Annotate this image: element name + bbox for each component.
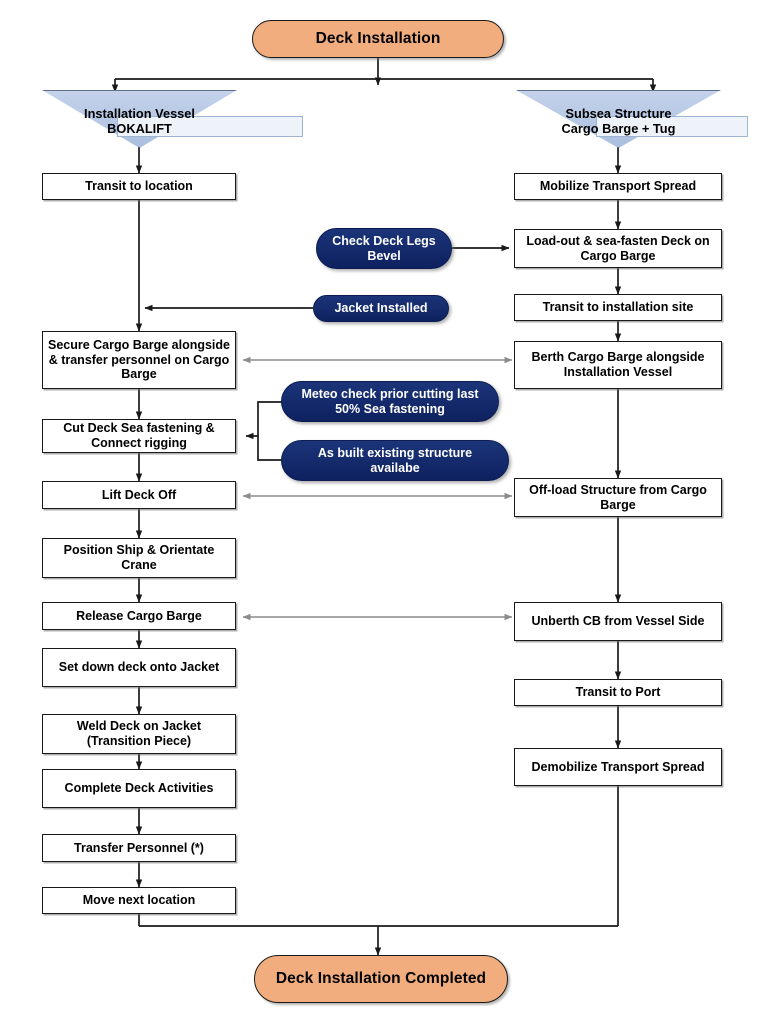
process-secure-cargo-barge[interactable]: Secure Cargo Barge alongside & transfer …: [42, 331, 236, 389]
start-terminator[interactable]: Deck Installation: [252, 20, 504, 58]
process-transfer-personnel[interactable]: Transfer Personnel (*): [42, 834, 236, 862]
end-terminator-label: Deck Installation Completed: [275, 969, 487, 987]
process-transit-to-installation-site[interactable]: Transit to installation site: [514, 294, 722, 321]
end-terminator[interactable]: Deck Installation Completed: [254, 955, 508, 1003]
process-label: Complete Deck Activities: [64, 781, 214, 796]
process-label: Transfer Personnel (*): [74, 840, 204, 855]
lane-left-label: Installation Vessel BOKALIFT: [42, 102, 237, 136]
lane-right-label: Subsea Structure Cargo Barge + Tug: [516, 102, 721, 136]
process-label: Weld Deck on Jacket (Transition Piece): [76, 719, 202, 748]
process-label: Mobilize Transport Spread: [539, 179, 697, 194]
note-label: Meteo check prior cutting last 50% Sea f…: [301, 386, 479, 416]
process-set-down-deck[interactable]: Set down deck onto Jacket: [42, 648, 236, 687]
lane-header-subsea-structure[interactable]: Subsea Structure Cargo Barge + Tug: [516, 90, 748, 148]
note-label: As built existing structure availabe: [317, 445, 473, 475]
note-check-deck-legs-bevel[interactable]: Check Deck Legs Bevel: [316, 228, 452, 269]
note-as-built-structure[interactable]: As built existing structure availabe: [281, 440, 509, 481]
process-lift-deck-off[interactable]: Lift Deck Off: [42, 481, 236, 509]
process-mobilize-transport-spread[interactable]: Mobilize Transport Spread: [514, 173, 722, 200]
note-label: Jacket Installed: [334, 301, 428, 316]
process-complete-deck-activities[interactable]: Complete Deck Activities: [42, 769, 236, 808]
process-label: Lift Deck Off: [101, 487, 177, 502]
process-label: Transit to Port: [575, 685, 661, 700]
process-label: Unberth CB from Vessel Side: [531, 614, 705, 629]
process-release-cargo-barge[interactable]: Release Cargo Barge: [42, 602, 236, 630]
process-label: Release Cargo Barge: [76, 608, 202, 623]
process-label: Berth Cargo Barge alongside Installation…: [531, 350, 705, 379]
process-label: Transit to installation site: [542, 300, 694, 315]
process-label: Transit to location: [85, 179, 193, 194]
start-terminator-label: Deck Installation: [315, 29, 441, 47]
process-cut-deck-sea-fastening[interactable]: Cut Deck Sea fastening & Connect rigging: [42, 419, 236, 453]
lane-right-line2: Cargo Barge + Tug: [561, 121, 676, 136]
process-transit-to-location[interactable]: Transit to location: [42, 173, 236, 200]
process-load-out-sea-fasten[interactable]: Load-out & sea-fasten Deck on Cargo Barg…: [514, 229, 722, 268]
note-jacket-installed[interactable]: Jacket Installed: [313, 295, 449, 322]
process-transit-to-port[interactable]: Transit to Port: [514, 679, 722, 706]
note-label: Check Deck Legs Bevel: [332, 233, 436, 263]
lane-left-line2: BOKALIFT: [107, 121, 172, 136]
process-label: Demobilize Transport Spread: [531, 759, 705, 774]
process-position-ship[interactable]: Position Ship & Orientate Crane: [42, 538, 236, 578]
process-label: Secure Cargo Barge alongside & transfer …: [47, 337, 230, 382]
process-label: Cut Deck Sea fastening & Connect rigging: [63, 421, 215, 450]
process-off-load-structure[interactable]: Off-load Structure from Cargo Barge: [514, 478, 722, 517]
lane-right-line1: Subsea Structure: [565, 105, 672, 121]
lane-left-line1: Installation Vessel: [84, 105, 195, 121]
process-label: Position Ship & Orientate Crane: [63, 543, 215, 572]
process-label: Move next location: [82, 893, 196, 908]
process-unberth-cb[interactable]: Unberth CB from Vessel Side: [514, 602, 722, 641]
process-weld-deck-on-jacket[interactable]: Weld Deck on Jacket (Transition Piece): [42, 714, 236, 754]
process-label: Set down deck onto Jacket: [58, 660, 220, 675]
note-meteo-check[interactable]: Meteo check prior cutting last 50% Sea f…: [281, 381, 499, 422]
process-berth-cargo-barge[interactable]: Berth Cargo Barge alongside Installation…: [514, 341, 722, 389]
process-demobilize-transport-spread[interactable]: Demobilize Transport Spread: [514, 748, 722, 786]
process-label: Off-load Structure from Cargo Barge: [529, 482, 707, 512]
process-move-next-location[interactable]: Move next location: [42, 887, 236, 914]
lane-right-tab: [596, 116, 748, 137]
process-label: Load-out & sea-fasten Deck on Cargo Barg…: [526, 233, 710, 263]
lane-left-tab: [117, 116, 303, 137]
lane-header-installation-vessel[interactable]: Installation Vessel BOKALIFT: [42, 90, 303, 148]
